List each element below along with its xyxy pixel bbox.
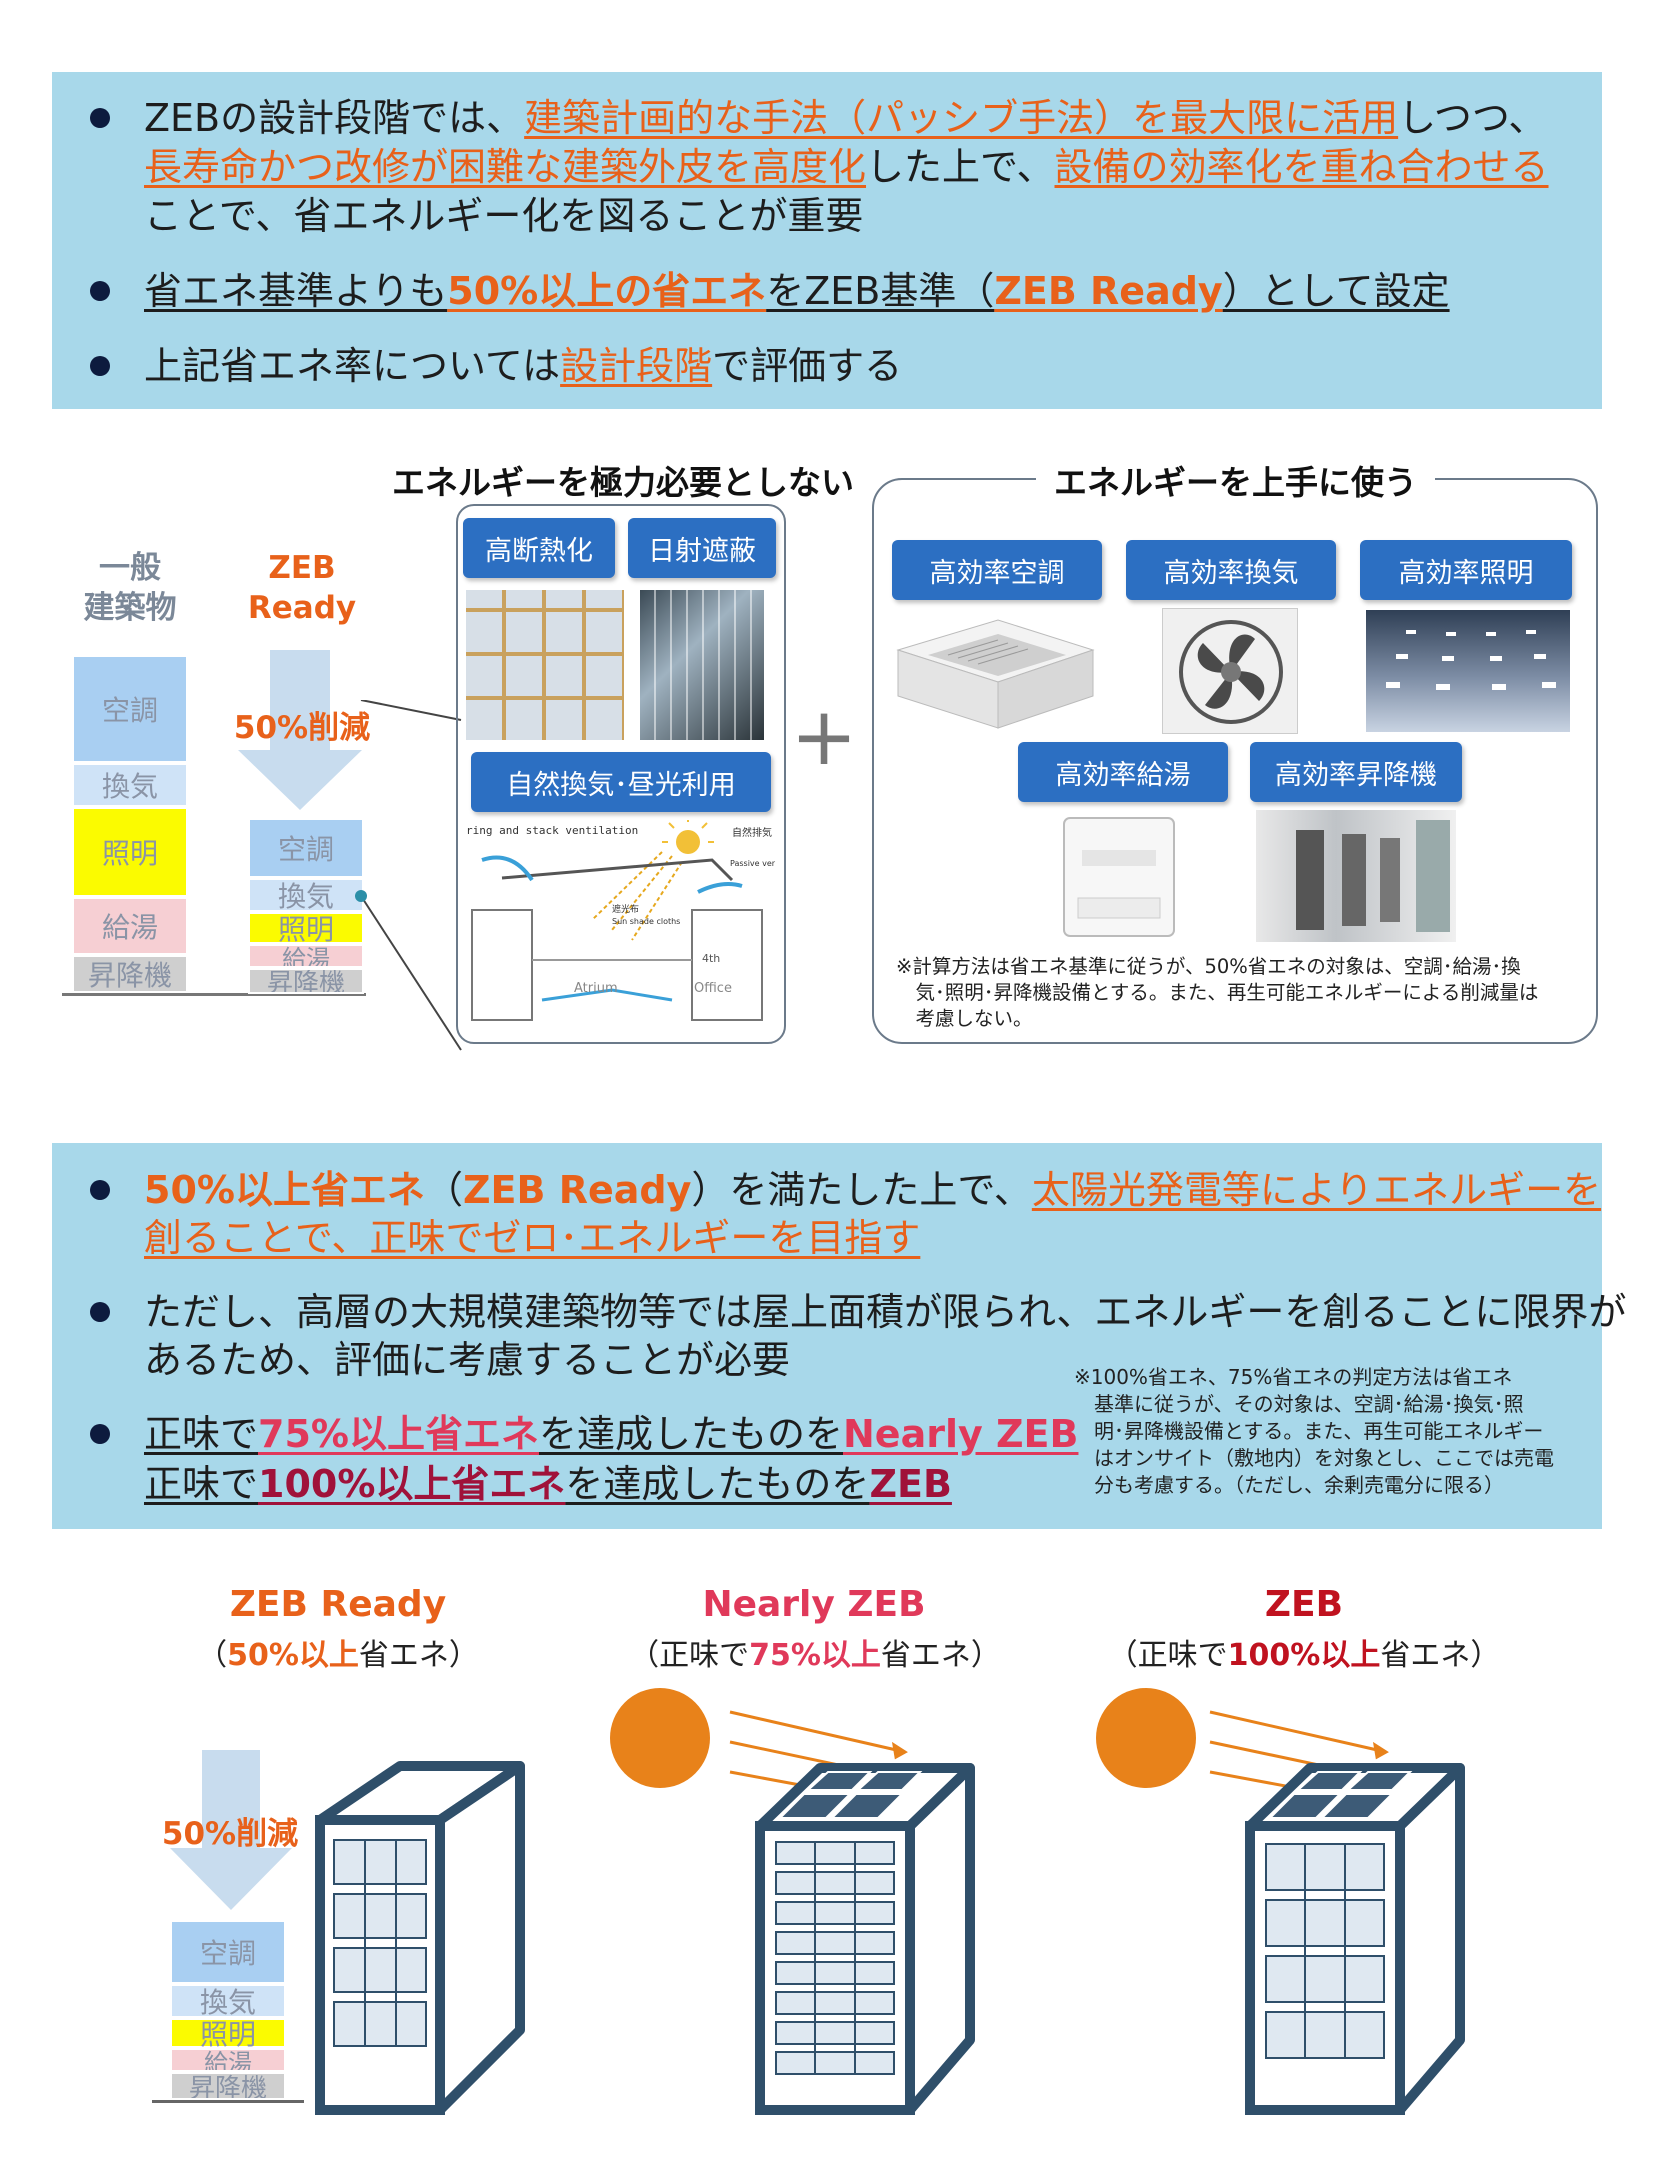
cassette-ac-photo (896, 619, 1095, 729)
natural-ventilation-daylight-button: 自然換気･昼光利用 (471, 752, 771, 812)
top-bullet-1-line-1: ZEBの設計段階では、建築計画的な手法（パッシブ手法）を最大限に活用しつつ、 (144, 96, 1547, 140)
level-reduction-arrow (170, 1750, 292, 1910)
level-title-zeb-ready: ZEB Ready (229, 1584, 447, 1625)
level-reduction-label: 50%削減 (161, 1816, 299, 1852)
segment-ventilation: 換気 (72, 763, 188, 807)
segment-elevator: 昇降機 (72, 955, 188, 993)
high-insulation-button: 高断熱化 (463, 518, 615, 578)
level-title-nearly-zeb: Nearly ZEB (702, 1584, 926, 1625)
water-heater-photo (1063, 817, 1175, 937)
middle-calculation-note: ※計算方法は省エネ基準に従うが、50%省エネの対象は、空調･給湯･換 気･照明･… (896, 955, 1539, 1030)
svg-text:Atrium: Atrium (574, 981, 618, 996)
sun-icon (610, 1688, 710, 1788)
efficient-ac-button: 高効率空調 (892, 540, 1102, 600)
active-heading: エネルギーを上手に使う (1036, 456, 1435, 504)
lighting-hall-photo (1366, 610, 1570, 732)
svg-text:Sun shade cloths: Sun shade cloths (612, 917, 680, 926)
zeb-ready-label: ZEB Ready (247, 550, 357, 626)
segment-lighting: 照明 (248, 912, 364, 946)
bottom-bullet-1-line-2: 創ることで、正味でゼロ･エネルギーを目指す (144, 1216, 921, 1260)
connector-lines (355, 700, 462, 1051)
level-subtitle-zeb: （正味で100%以上省エネ） (1107, 1638, 1501, 1673)
segment-elevator: 昇降機 (248, 968, 364, 994)
top-bullet-2: 省エネ基準よりも50%以上の省エネをZEB基準（ZEB Ready）として設定 (144, 269, 1450, 313)
top-bullet-3: 上記省エネ率については設計段階で評価する (144, 344, 903, 388)
passive-box (456, 504, 786, 1044)
bottom-bullet-3-line-1: 正味で75%以上省エネを達成したものをNearly ZEB (144, 1412, 1079, 1456)
ventilation-fan-photo (1162, 608, 1298, 734)
efficient-ventilation-button: 高効率換気 (1126, 540, 1336, 600)
solar-shading-button: 日射遮蔽 (628, 518, 776, 578)
bullet-icon (90, 356, 110, 376)
svg-text:自然排気: 自然排気 (732, 826, 772, 839)
baseline (62, 993, 366, 996)
bullet-icon (90, 1180, 110, 1200)
efficient-hot-water-button: 高効率給湯 (1018, 742, 1228, 802)
segment-hot-water: 給湯 (170, 2048, 286, 2072)
efficient-elevator-button: 高効率昇降機 (1250, 742, 1462, 802)
bullet-icon (90, 1302, 110, 1322)
segment-ventilation: 換気 (170, 1984, 286, 2019)
efficient-lighting-button: 高効率照明 (1360, 540, 1572, 600)
top-summary-panel (52, 72, 1602, 409)
insulation-photo (466, 590, 624, 740)
bottom-judgement-note: ※100%省エネ、75%省エネの判定方法は省エネ 基準に従うが、その対象は、空調… (1074, 1365, 1554, 1497)
building-zeb (1209, 1710, 1465, 2115)
building-nearly-zeb (729, 1710, 975, 2115)
level-subtitle-zeb-ready: （50%以上省エネ） (197, 1638, 479, 1673)
general-building-label: 一般 建築物 (83, 550, 177, 626)
reduction-label: 50%削減 (233, 710, 371, 746)
svg-text:遮光布: 遮光布 (612, 903, 639, 915)
svg-text:Office: Office (694, 981, 732, 996)
svg-text:ring and stack ventilation: ring and stack ventilation (466, 824, 638, 837)
segment-hot-water: 給湯 (72, 897, 188, 955)
segment-ac: 空調 (248, 818, 364, 878)
level-subtitle-nearly-zeb: （正味で75%以上省エネ） (629, 1638, 1001, 1673)
bullet-icon (90, 281, 110, 301)
svg-text:4th: 4th (702, 952, 720, 965)
svg-text:Passive ver: Passive ver (730, 859, 776, 868)
sun-icon (1096, 1688, 1196, 1788)
top-bullet-1-line-3: ことで、省エネルギー化を図ることが重要 (144, 194, 864, 238)
bottom-bullet-1-line-1: 50%以上省エネ（ZEB Ready）を満たした上で、太陽光発電等によりエネルギ… (144, 1168, 1602, 1212)
passive-heading: エネルギーを極力必要としない (392, 463, 854, 502)
segment-elevator: 昇降機 (170, 2072, 286, 2100)
bottom-bullet-2-line-1: ただし、高層の大規模建築物等では屋上面積が限られ、エネルギーを創ることに限界が (144, 1290, 1627, 1334)
natural-ventilation-diagram: ring and stack ventilation 自然排気 Passive … (466, 820, 776, 1021)
elevator-hall-photo (1256, 810, 1456, 942)
bottom-bullet-2-line-2: あるため、評価に考慮することが必要 (144, 1338, 791, 1382)
bullet-icon (90, 1424, 110, 1444)
reduction-arrow (238, 650, 362, 810)
segment-ventilation: 換気 (248, 878, 364, 913)
bottom-bullet-3-line-2: 正味で100%以上省エネを達成したものをZEB (144, 1462, 952, 1506)
segment-ac: 空調 (170, 1920, 286, 1984)
building-zeb-ready (315, 1761, 525, 2115)
segment-lighting: 照明 (72, 807, 188, 897)
level-title-zeb: ZEB (1264, 1584, 1344, 1625)
segment-hot-water: 給湯 (248, 944, 364, 968)
top-bullet-1-line-2: 長寿命かつ改修が困難な建築外皮を高度化した上で、設備の効率化を重ね合わせる (144, 145, 1549, 189)
segment-lighting: 照明 (170, 2018, 286, 2051)
plus-icon: + (790, 690, 858, 783)
bottom-summary-panel (52, 1143, 1602, 1529)
segment-ac: 空調 (72, 655, 188, 763)
baseline (152, 2100, 304, 2103)
bullet-icon (90, 108, 110, 128)
glass-facade-photo (640, 590, 764, 740)
